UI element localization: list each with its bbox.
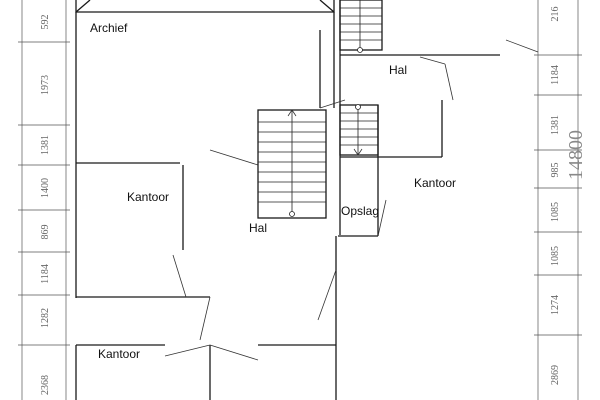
right-dimension-strip: 216 1184 1381 985 1085 1085 1274 2869 14… (534, 0, 587, 400)
dim-right-1: 216 (550, 7, 561, 22)
dim-right-7: 1274 (550, 295, 561, 315)
dim-right-4: 985 (550, 163, 561, 178)
dim-left-3: 1381 (40, 135, 51, 155)
dim-left-4: 1400 (40, 178, 51, 198)
stair-center (257, 109, 327, 219)
dim-left-7: 1282 (40, 308, 51, 328)
room-label-opslag: Opslag (341, 204, 379, 218)
left-dimension-strip: 592 1973 1381 1400 869 1184 1282 2368 (18, 0, 70, 400)
dim-right-8: 2869 (550, 365, 561, 385)
dim-left-6: 1184 (40, 264, 51, 284)
dim-right-5: 1085 (550, 202, 561, 222)
walls (75, 0, 539, 400)
dim-left-1: 592 (40, 15, 51, 30)
dim-left-2: 1973 (40, 75, 51, 95)
dim-left-8: 2368 (40, 375, 51, 395)
dim-right-6: 1085 (550, 246, 561, 266)
room-label-kantoor-bottom: Kantoor (98, 347, 140, 361)
dim-right-3: 1381 (550, 115, 561, 135)
stair-top (339, 0, 383, 53)
dim-right-2: 1184 (550, 65, 561, 85)
room-labels: Archief Hal Kantoor Hal Kantoor Opslag K… (90, 21, 456, 361)
room-label-kantoor-right: Kantoor (414, 176, 456, 190)
room-label-hal-center: Hal (249, 221, 267, 235)
room-label-hal-top: Hal (389, 63, 407, 77)
stair-middle (339, 104, 379, 156)
room-label-archief: Archief (90, 21, 128, 35)
room-label-kantoor-left: Kantoor (127, 190, 169, 204)
total-dimension: 14800 (565, 130, 587, 180)
dim-left-5: 869 (40, 225, 51, 240)
